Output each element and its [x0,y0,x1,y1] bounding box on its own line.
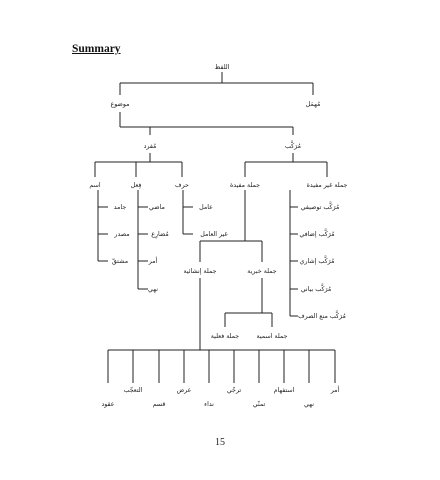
leaf-amr: أمر [330,385,340,394]
node-masdar: مصدر [113,231,129,238]
leaf-qasam: قسم [153,401,166,408]
node-murakkab: مُرَكَّب [285,140,301,150]
node-mudari: مُضارِع [151,231,169,239]
node-ishari: مُرَكَّب إشاري [300,255,335,265]
leaf-nida: نداء [204,401,214,408]
node-fil: فِعل [131,182,142,189]
node-jamid: جامد [114,204,127,211]
node-inshaiyya: جملة إنشائية [183,268,216,275]
leaf-ard: عرض [177,387,192,394]
node-khabariyya: جملة خبرية [247,268,276,275]
node-mufrad: مُفرد [144,143,157,150]
node-fi-liyya: جملة فعلية [211,333,240,340]
leaf-uqud: عقود [102,401,115,408]
node-madi: ماضي [149,204,165,211]
node-nahy: نهي [148,286,158,293]
node-atfi: مُرَكَّب منع الصرف [298,310,346,320]
page-number: 15 [215,437,225,448]
node-ghayr-amil: غير العامل [200,231,228,238]
leaf-tarajji: ترجّي [227,387,242,394]
node-ghayr-mufida: جملة غير مفيدة [307,182,348,189]
node-amr: أمر [148,256,158,265]
node-root: اللفظ [215,64,230,71]
leaf-tamanni: تمنّي [253,400,266,408]
node-mawdu: موضوع [111,101,130,108]
node-muhmal: مُهمَل [306,101,321,108]
node-amil: عامل [199,204,213,211]
node-jumla-mufida: جملة مفيدة [230,182,260,189]
tree-connectors [94,72,336,383]
leaf-nahy: نهي [304,401,314,408]
node-bayani: مُرَكَّب بياني [301,283,332,293]
node-ism: اسم [89,182,100,189]
node-tawsifi: مُرَكَّب توصيفي [301,201,340,211]
node-harf: حرف [175,182,189,189]
leaf-taajjub: التعجّب [124,387,143,394]
summary-heading: Summary [72,43,121,55]
node-ismiyya: جملة اسمية [257,333,288,340]
leaf-istifham: استفهام [274,387,295,394]
node-idafi: مُرَكَّب إضافي [299,228,334,238]
node-mushtaq: مشتقّ [112,258,128,265]
